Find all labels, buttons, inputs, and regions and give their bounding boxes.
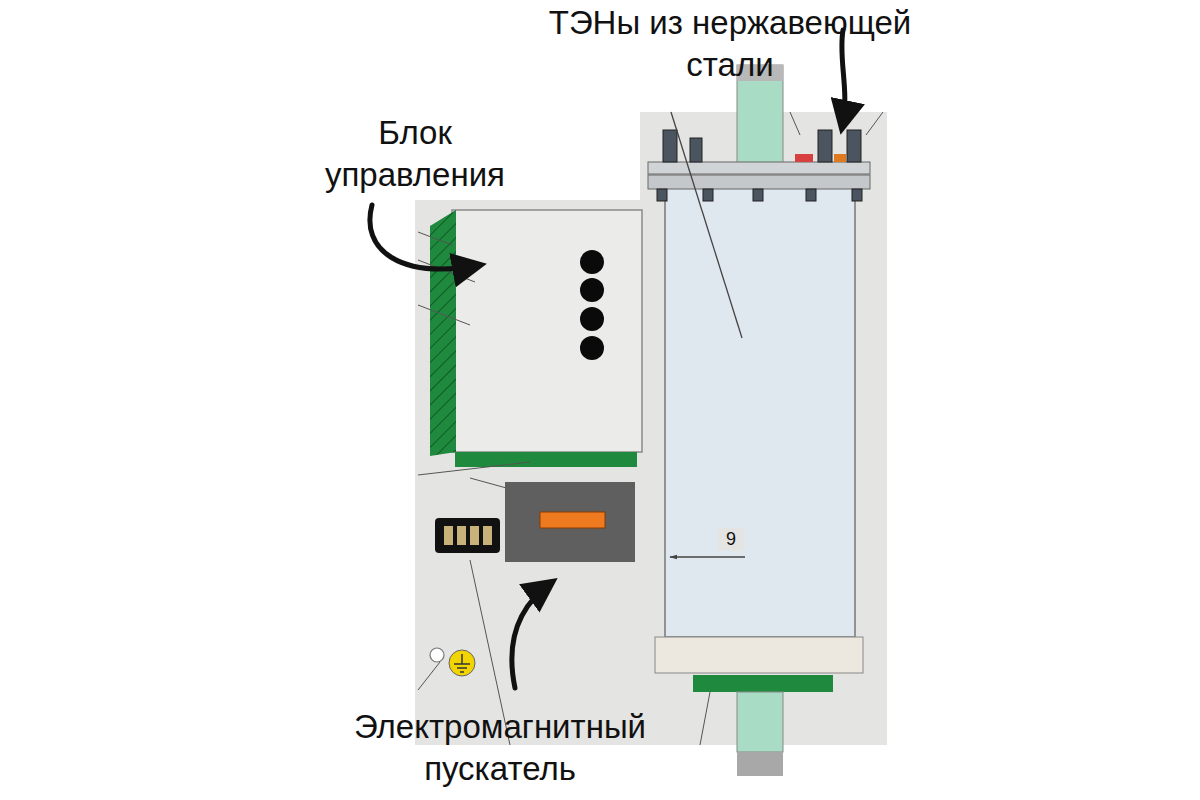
terminal-block xyxy=(435,518,500,553)
part-label: Блок управления xyxy=(290,112,540,196)
callout-leader xyxy=(670,556,745,557)
callout-arrow xyxy=(370,205,480,269)
bottom-green-bar xyxy=(693,675,833,692)
part-label: ТЭНы из нержавеющей стали xyxy=(520,2,940,86)
callout-arrow xyxy=(842,30,845,128)
magnetic-starter xyxy=(505,482,635,562)
green-bar xyxy=(455,452,637,467)
inlet-pipe xyxy=(737,692,783,752)
inlet-pipe-end xyxy=(737,752,783,776)
ground-symbol xyxy=(449,650,475,676)
heater-terminal-orange xyxy=(834,154,846,162)
bottom-flange xyxy=(655,637,863,673)
callout-arrow xyxy=(512,582,552,688)
leader-line xyxy=(671,112,742,338)
ground-lug xyxy=(430,648,444,662)
green-hatched-strip xyxy=(430,210,456,456)
leader-line xyxy=(866,112,883,135)
leader-line xyxy=(790,112,800,135)
ground-sign xyxy=(454,654,470,672)
heater-terminal-red xyxy=(795,154,813,162)
control-block xyxy=(452,210,642,452)
callout-number: 9 xyxy=(718,528,744,551)
heater-tank xyxy=(665,185,855,637)
top-flange xyxy=(648,162,870,174)
indicator-lamps xyxy=(580,250,604,360)
housing-panel xyxy=(415,112,887,745)
top-flange-lower xyxy=(648,175,870,189)
starter-button xyxy=(540,512,605,528)
part-label: Электромагнитный пускатель xyxy=(300,706,700,790)
terminal-slots xyxy=(444,526,492,545)
